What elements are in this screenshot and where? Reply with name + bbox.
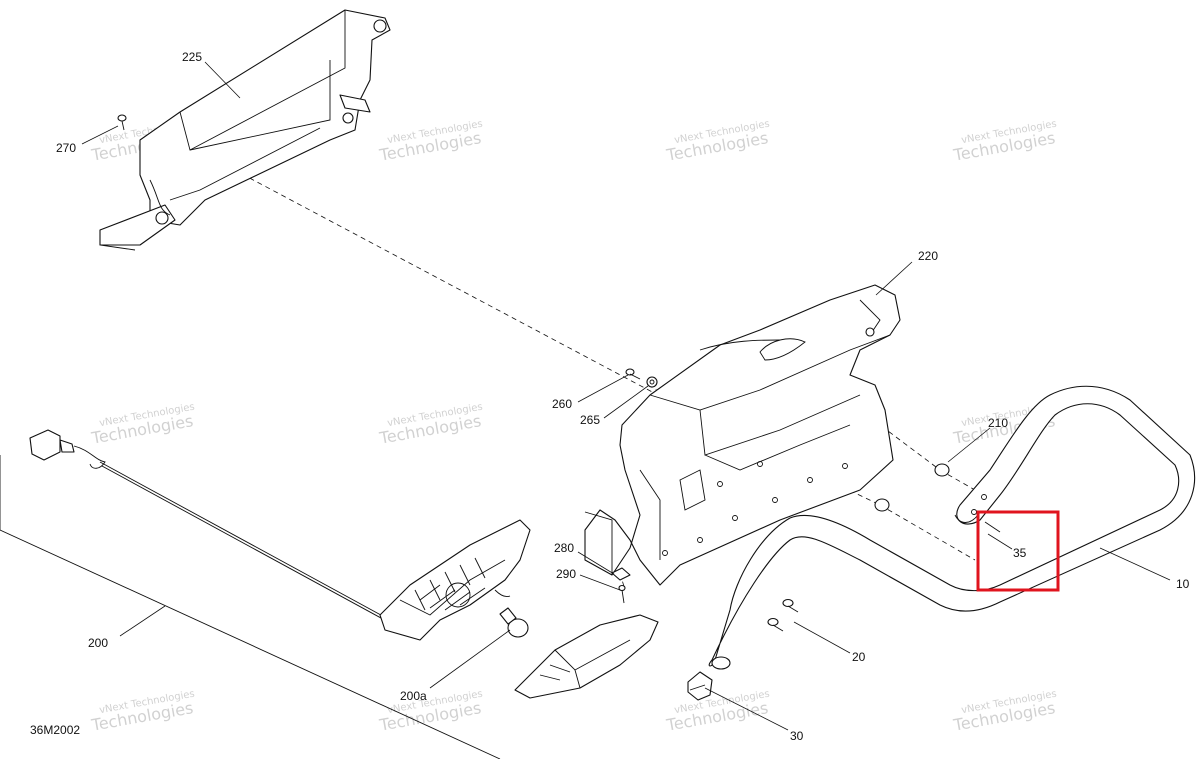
part-225-duct <box>99 9 391 251</box>
part-290-screw <box>618 584 626 604</box>
callout-30: 30 <box>790 729 804 743</box>
part-210-grommet <box>874 463 950 512</box>
callout-225: 225 <box>182 50 202 64</box>
part-20-screw <box>767 598 799 632</box>
frame-lines <box>0 455 501 759</box>
part-280-nut <box>611 567 631 581</box>
watermark: vNext Technologies Technologies <box>89 689 195 735</box>
part-200a-bulb <box>499 607 529 638</box>
part-30-clip <box>687 671 713 701</box>
watermark: vNext Technologies Technologies <box>377 402 483 448</box>
callout-290: 290 <box>556 567 576 581</box>
watermark: vNext Technologies Technologies <box>377 689 483 735</box>
part-35-bracket <box>984 521 1001 533</box>
watermark: vNext Technologies Technologies <box>664 119 770 165</box>
callout-labels: 225 270 220 260 265 210 280 290 35 10 20… <box>56 50 1190 743</box>
callout-200a: 200a <box>400 689 427 703</box>
watermark: vNext Technologies Technologies <box>377 119 483 165</box>
part-10-handle <box>708 385 1196 670</box>
part-270-screw <box>117 114 127 131</box>
callout-10: 10 <box>1176 577 1190 591</box>
part-200-harness <box>29 429 393 625</box>
callout-35: 35 <box>1013 546 1027 560</box>
part-260-screw <box>625 368 641 380</box>
part-220-housing <box>584 284 901 586</box>
part-200-light <box>379 519 531 641</box>
highlight-box <box>976 510 1060 592</box>
watermark: vNext Technologies Technologies <box>664 689 770 735</box>
alignment-lines <box>177 139 976 591</box>
part-lens <box>514 614 659 699</box>
callout-200: 200 <box>88 636 108 650</box>
watermark: vNext Technologies Technologies <box>951 119 1057 165</box>
watermark: vNext Technologies Technologies <box>89 402 195 448</box>
diagram-code: 36M2002 <box>30 723 80 737</box>
callout-20: 20 <box>852 650 866 664</box>
callout-265: 265 <box>580 413 600 427</box>
callout-260: 260 <box>552 397 572 411</box>
leader-lines <box>81 61 1171 731</box>
callout-280: 280 <box>554 541 574 555</box>
part-265-washer <box>646 376 658 388</box>
callout-270: 270 <box>56 141 76 155</box>
callout-210: 210 <box>988 416 1008 430</box>
watermark: vNext Technologies Technologies <box>951 689 1057 735</box>
callout-220: 220 <box>918 249 938 263</box>
